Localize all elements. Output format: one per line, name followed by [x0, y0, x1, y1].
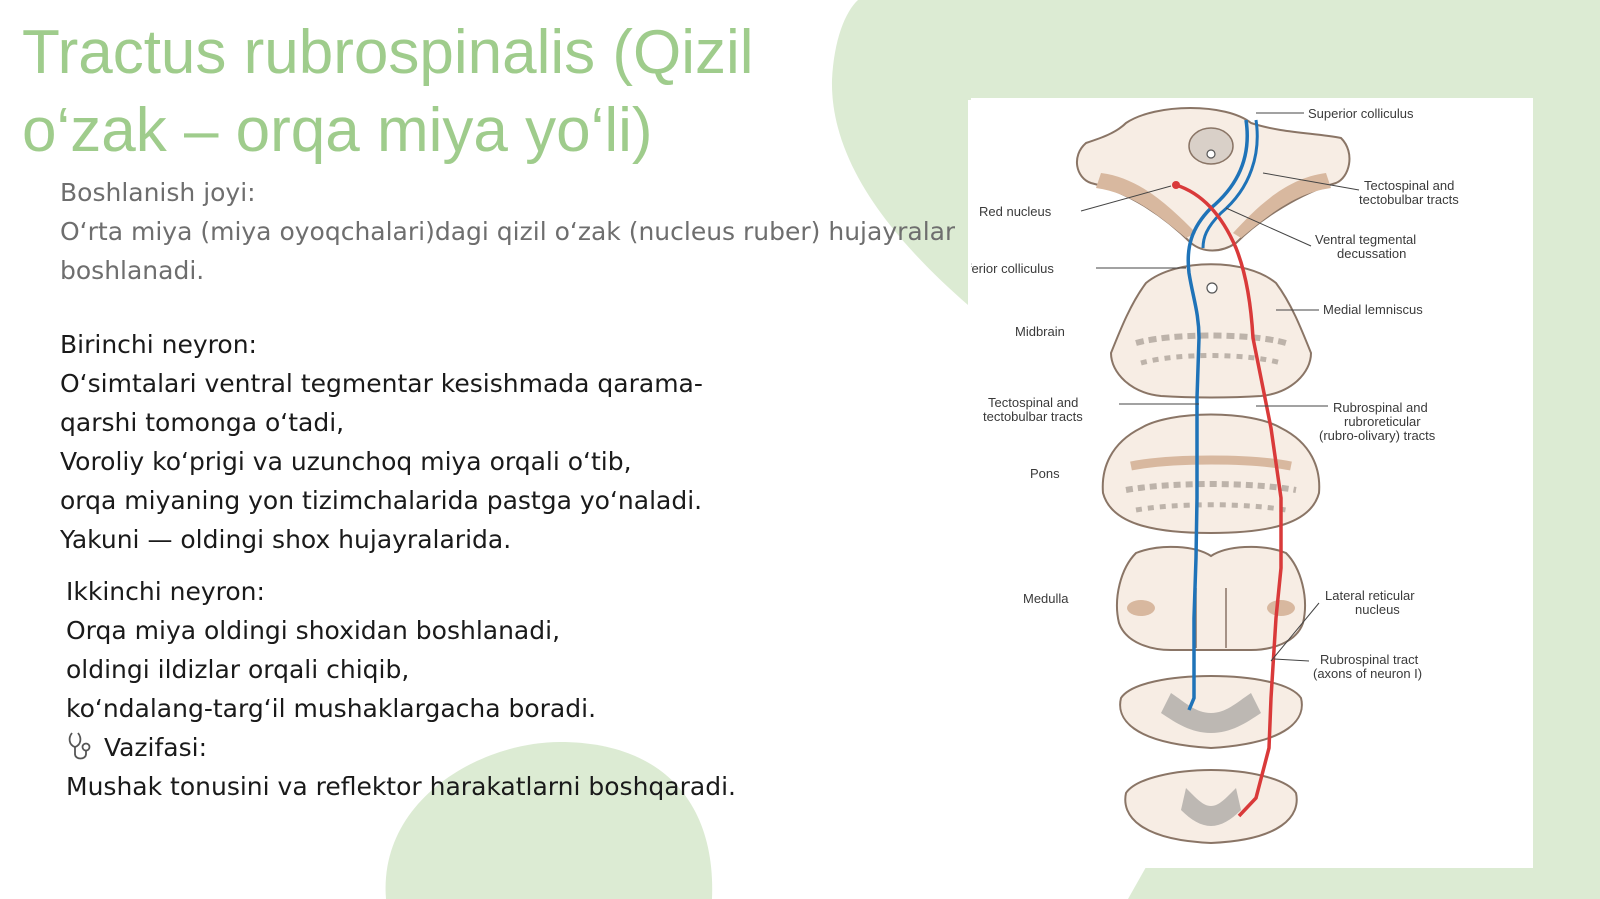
- second-neuron-line: oldingi ildizlar orqali chiqib,: [66, 655, 410, 684]
- label-rubrospinal-tract-2: (axons of neuron I): [1313, 666, 1422, 681]
- label-medulla: Medulla: [1023, 591, 1069, 606]
- first-neuron-line: Yakuni — oldingi shox hujayralarida.: [60, 525, 512, 554]
- spinal-cord-lower-section: [1124, 768, 1298, 845]
- red-nucleus-marker: [1172, 181, 1180, 189]
- label-rubrospinal-1: Rubrospinal and: [1333, 400, 1428, 415]
- midbrain-upper-section: [1076, 107, 1351, 252]
- label-tectospinal-top-2: tectobulbar tracts: [1359, 192, 1459, 207]
- label-rubrospinal-3: (rubro-olivary) tracts: [1319, 428, 1436, 443]
- first-neuron-line: O‘simtalari ventral tegmentar kesishmada…: [60, 369, 703, 398]
- label-rubrospinal-2: rubroreticular: [1344, 414, 1421, 429]
- brainstem-diagram-svg: Superior colliculus Tectospinal and tect…: [971, 106, 1459, 845]
- label-lateral-reticular-2: nucleus: [1355, 602, 1400, 617]
- green-blob-bottom: [385, 742, 713, 899]
- first-neuron-paragraph: Birinchi neyron: O‘simtalari ventral teg…: [60, 325, 703, 559]
- second-neuron-paragraph: Ikkinchi neyron: Orqa miya oldingi shoxi…: [66, 572, 736, 806]
- second-neuron-line: Orqa miya oldingi shoxidan boshlanadi,: [66, 616, 561, 645]
- label-lateral-reticular-1: Lateral reticular: [1325, 588, 1415, 603]
- first-neuron-line: qarshi tomonga o‘tadi,: [60, 408, 345, 437]
- pons-section: [1101, 413, 1321, 535]
- tectospinal-tract-blue: [1186, 119, 1249, 711]
- function-heading: Vazifasi:: [103, 733, 208, 762]
- label-superior-colliculus: Superior colliculus: [1308, 106, 1414, 121]
- label-ventral-tegmental-1: Ventral tegmental: [1315, 232, 1416, 247]
- origin-line: boshlanadi.: [60, 256, 205, 285]
- slide-title: Tractus rubrospinalis (Qizil o‘zak – orq…: [22, 18, 754, 165]
- rubrospinal-tract-red: [1175, 183, 1283, 818]
- brainstem-diagram: Superior colliculus Tectospinal and tect…: [971, 98, 1533, 868]
- first-neuron-heading: Birinchi neyron:: [60, 330, 257, 359]
- label-tectospinal-top-1: Tectospinal and: [1364, 178, 1454, 193]
- label-tectospinal-mid-1: Tectospinal and: [988, 395, 1078, 410]
- first-neuron-line: Voroliy ko‘prigi va uzunchoq miya orqali…: [60, 447, 632, 476]
- origin-line: O‘rta miya (miya oyoqchalari)dagi qizil …: [60, 217, 955, 246]
- spinal-cord-upper-section: [1119, 674, 1303, 750]
- label-pons: Pons: [1030, 466, 1060, 481]
- label-inferior-colliculus: Inferior colliculus: [971, 261, 1054, 276]
- label-tectospinal-mid-2: tectobulbar tracts: [983, 409, 1083, 424]
- label-medial-lemniscus: Medial lemniscus: [1323, 302, 1423, 317]
- midbrain-section: [1109, 263, 1313, 399]
- second-neuron-heading: Ikkinchi neyron:: [66, 577, 265, 606]
- label-midbrain: Midbrain: [1015, 324, 1065, 339]
- function-heading-row: Vazifasi:: [66, 728, 736, 767]
- label-ventral-tegmental-2: decussation: [1337, 246, 1406, 261]
- tectospinal-tract-blue-2: [1201, 119, 1259, 249]
- leader-lines: [1080, 112, 1360, 662]
- first-neuron-line: orqa miyaning yon tizimchalarida pastga …: [60, 486, 703, 515]
- function-text: Mushak tonusini va reflektor harakatlarn…: [66, 772, 736, 801]
- label-red-nucleus: Red nucleus: [979, 204, 1052, 219]
- origin-heading: Boshlanish joyi:: [60, 178, 256, 207]
- second-neuron-line: ko‘ndalang-targ‘il mushaklargacha boradi…: [66, 694, 597, 723]
- origin-paragraph: Boshlanish joyi: O‘rta miya (miya oyoqch…: [60, 173, 955, 290]
- label-rubrospinal-tract-1: Rubrospinal tract: [1320, 652, 1419, 667]
- stethoscope-icon: [68, 732, 91, 760]
- green-blob-right: [831, 0, 1600, 899]
